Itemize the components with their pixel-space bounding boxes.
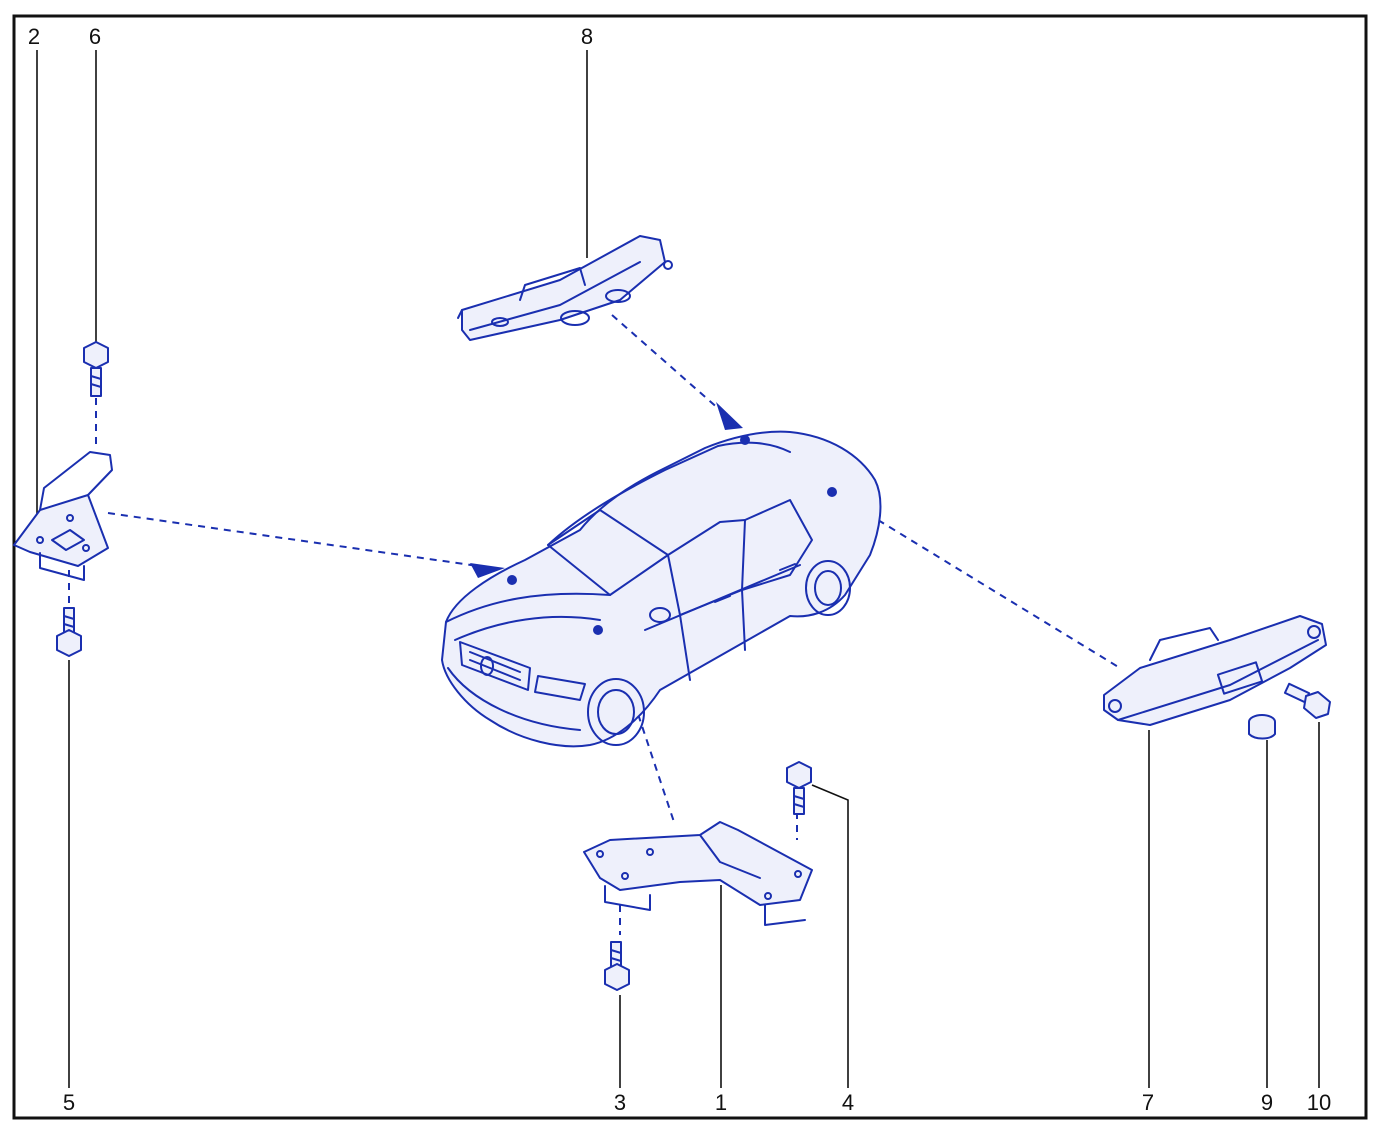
callout-7: 7: [1142, 1090, 1154, 1115]
car-illustration: [441, 430, 882, 748]
callout-9: 9: [1261, 1090, 1273, 1115]
callout-1: 1: [715, 1090, 727, 1115]
callout-4: 4: [842, 1090, 854, 1115]
bolt-4: [786, 761, 812, 815]
frame-border: [12, 14, 1368, 1120]
bolt-3: [604, 941, 630, 991]
callout-6: 6: [89, 24, 101, 49]
washer-9: [1248, 714, 1276, 740]
callout-2: 2: [28, 24, 40, 49]
bolt-5: [56, 607, 82, 657]
callout-5: 5: [63, 1090, 75, 1115]
callout-3: 3: [614, 1090, 626, 1115]
part-7-hinge: [1103, 615, 1327, 726]
part-8-bracket: [457, 235, 673, 341]
callout-8: 8: [581, 24, 593, 49]
leader-lines: [36, 50, 1320, 1088]
bolt-10: [1283, 682, 1331, 719]
bolt-6: [83, 341, 109, 397]
part-2-hinge: [13, 451, 113, 581]
assembly-lines: [68, 314, 1121, 935]
callout-10: 10: [1307, 1090, 1331, 1115]
part-1-hinge: [583, 821, 813, 926]
